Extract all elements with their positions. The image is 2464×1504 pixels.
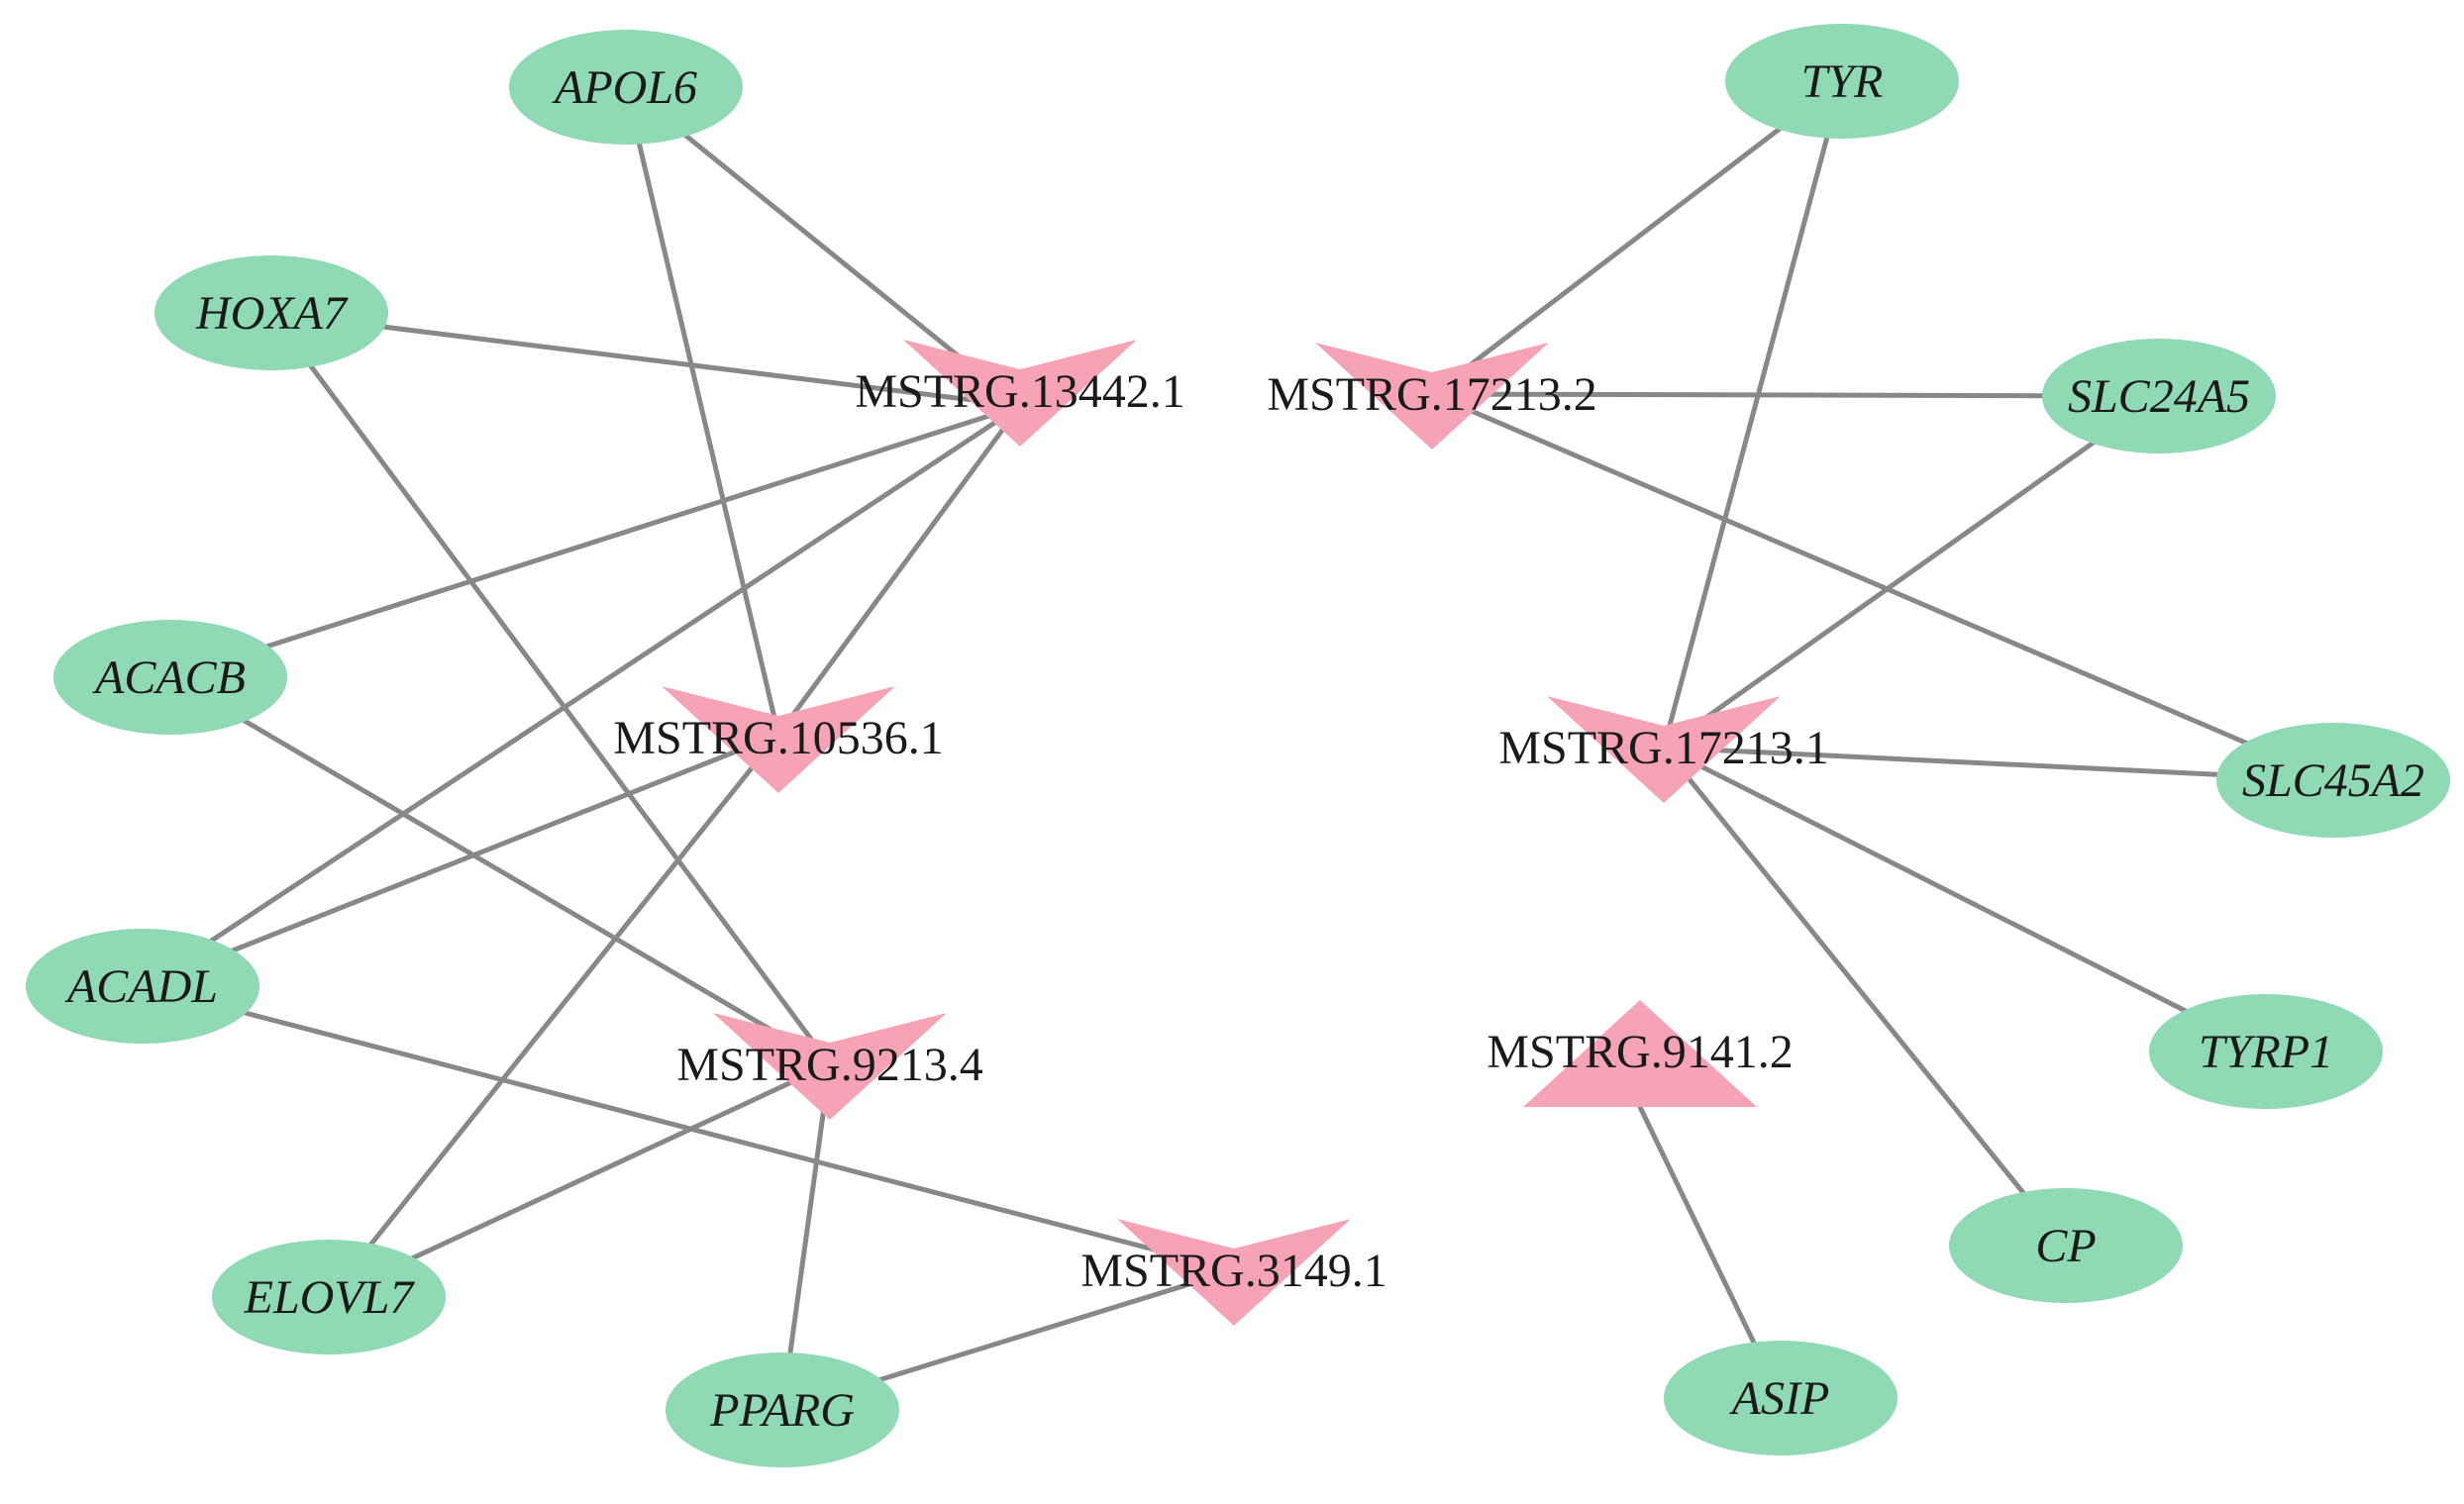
gene-ellipse [1725,24,1959,139]
gene-node[interactable]: ELOVL7 [212,1240,446,1354]
edge-TYRP1-MSTRG.17213.1 [1661,745,2269,1054]
lncrna-label: MSTRG.17213.1 [1498,722,1828,774]
v-shape [1547,696,1781,803]
edge-TYR-MSTRG.17213.2 [1429,78,1845,397]
v-shape [662,686,895,793]
v-shape [1315,343,1549,450]
edge-ACADL-MSTRG.10536.1 [140,732,781,989]
gene-ellipse [2042,339,2276,453]
gene-ellipse [666,1353,899,1467]
lncrna-node[interactable]: MSTRG.17213.2 [1267,343,1597,450]
gene-label: ACADL [64,960,218,1013]
gene-ellipse [212,1240,446,1354]
gene-node[interactable]: TYR [1725,24,1959,139]
gene-ellipse [1949,1188,2183,1303]
gene-node[interactable]: TYRP1 [2149,994,2383,1109]
gene-label: APOL6 [552,61,697,114]
node-layer: MSTRG.13442.1MSTRG.10536.1MSTRG.9213.4MS… [26,24,2450,1467]
edge-ELOVL7-MSTRG.10536.1 [326,732,781,1300]
gene-label: ASIP [1729,1372,1830,1425]
gene-label: PPARG [709,1384,855,1437]
gene-ellipse [53,620,287,735]
edge-CP-MSTRG.17213.1 [1661,745,2069,1249]
lncrna-node[interactable]: MSTRG.3149.1 [1080,1219,1387,1326]
gene-ellipse [26,929,259,1044]
edge-ACADL-MSTRG.13442.1 [140,403,1023,989]
lncrna-node[interactable]: MSTRG.9141.2 [1487,1000,1794,1107]
lncrna-label: MSTRG.17213.2 [1267,368,1596,421]
v-shape [1117,1219,1351,1326]
edge-MSTRG.13442.1-MSTRG.10536.1 [775,403,1023,738]
gene-label: TYRP1 [2199,1026,2333,1078]
gene-node[interactable]: APOL6 [509,30,743,145]
lncrna-label: MSTRG.9213.4 [676,1039,982,1091]
gene-ellipse [509,30,743,145]
edge-PPARG-MSTRG.9213.4 [779,1061,833,1413]
gene-node[interactable]: ASIP [1664,1341,1898,1455]
gene-ellipse [2149,994,2383,1109]
edge-HOXA7-MSTRG.13442.1 [268,310,1023,409]
edge-SLC24A5-MSTRG.17213.2 [1429,391,2162,399]
gene-node[interactable]: ACACB [53,620,287,735]
v-shape [903,340,1137,447]
gene-node[interactable]: SLC45A2 [2216,723,2450,838]
lncrna-label: MSTRG.9141.2 [1487,1026,1793,1078]
gene-node[interactable]: CP [1949,1188,2183,1303]
gene-label: ACACB [92,652,246,704]
lncrna-label: MSTRG.13442.1 [855,365,1184,418]
edge-TYR-MSTRG.17213.1 [1661,78,1845,751]
edge-APOL6-MSTRG.10536.1 [623,84,781,738]
edge-ACACB-MSTRG.13442.1 [167,403,1023,680]
gene-label: SLC45A2 [2242,754,2424,807]
gene-ellipse [2216,723,2450,838]
gene-ellipse [1664,1341,1898,1455]
gene-ellipse [154,255,388,370]
gene-node[interactable]: HOXA7 [154,255,388,370]
edge-ACACB-MSTRG.9213.4 [167,674,833,1067]
gene-node[interactable]: SLC24A5 [2042,339,2276,453]
v-shape [713,1013,947,1120]
edge-SLC45A2-MSTRG.17213.2 [1429,391,2336,783]
gene-node[interactable]: PPARG [666,1353,899,1467]
triangle-up-shape [1523,1000,1757,1107]
lncrna-node[interactable]: MSTRG.10536.1 [613,686,944,793]
lncrna-node[interactable]: MSTRG.13442.1 [855,340,1185,447]
gene-label: HOXA7 [195,287,349,340]
edge-HOXA7-MSTRG.9213.4 [268,310,833,1067]
lncrna-node[interactable]: MSTRG.9213.4 [676,1013,983,1120]
lncrna-label: MSTRG.10536.1 [613,712,943,764]
gene-label: TYR [1801,55,1884,108]
gene-label: CP [2035,1220,2096,1272]
gene-label: SLC24A5 [2068,370,2250,423]
gene-node[interactable]: ACADL [26,929,259,1044]
edge-SLC24A5-MSTRG.17213.1 [1661,393,2162,751]
lncrna-label: MSTRG.3149.1 [1080,1245,1386,1297]
lncrna-node[interactable]: MSTRG.17213.1 [1498,696,1829,803]
gene-label: ELOVL7 [244,1271,416,1324]
